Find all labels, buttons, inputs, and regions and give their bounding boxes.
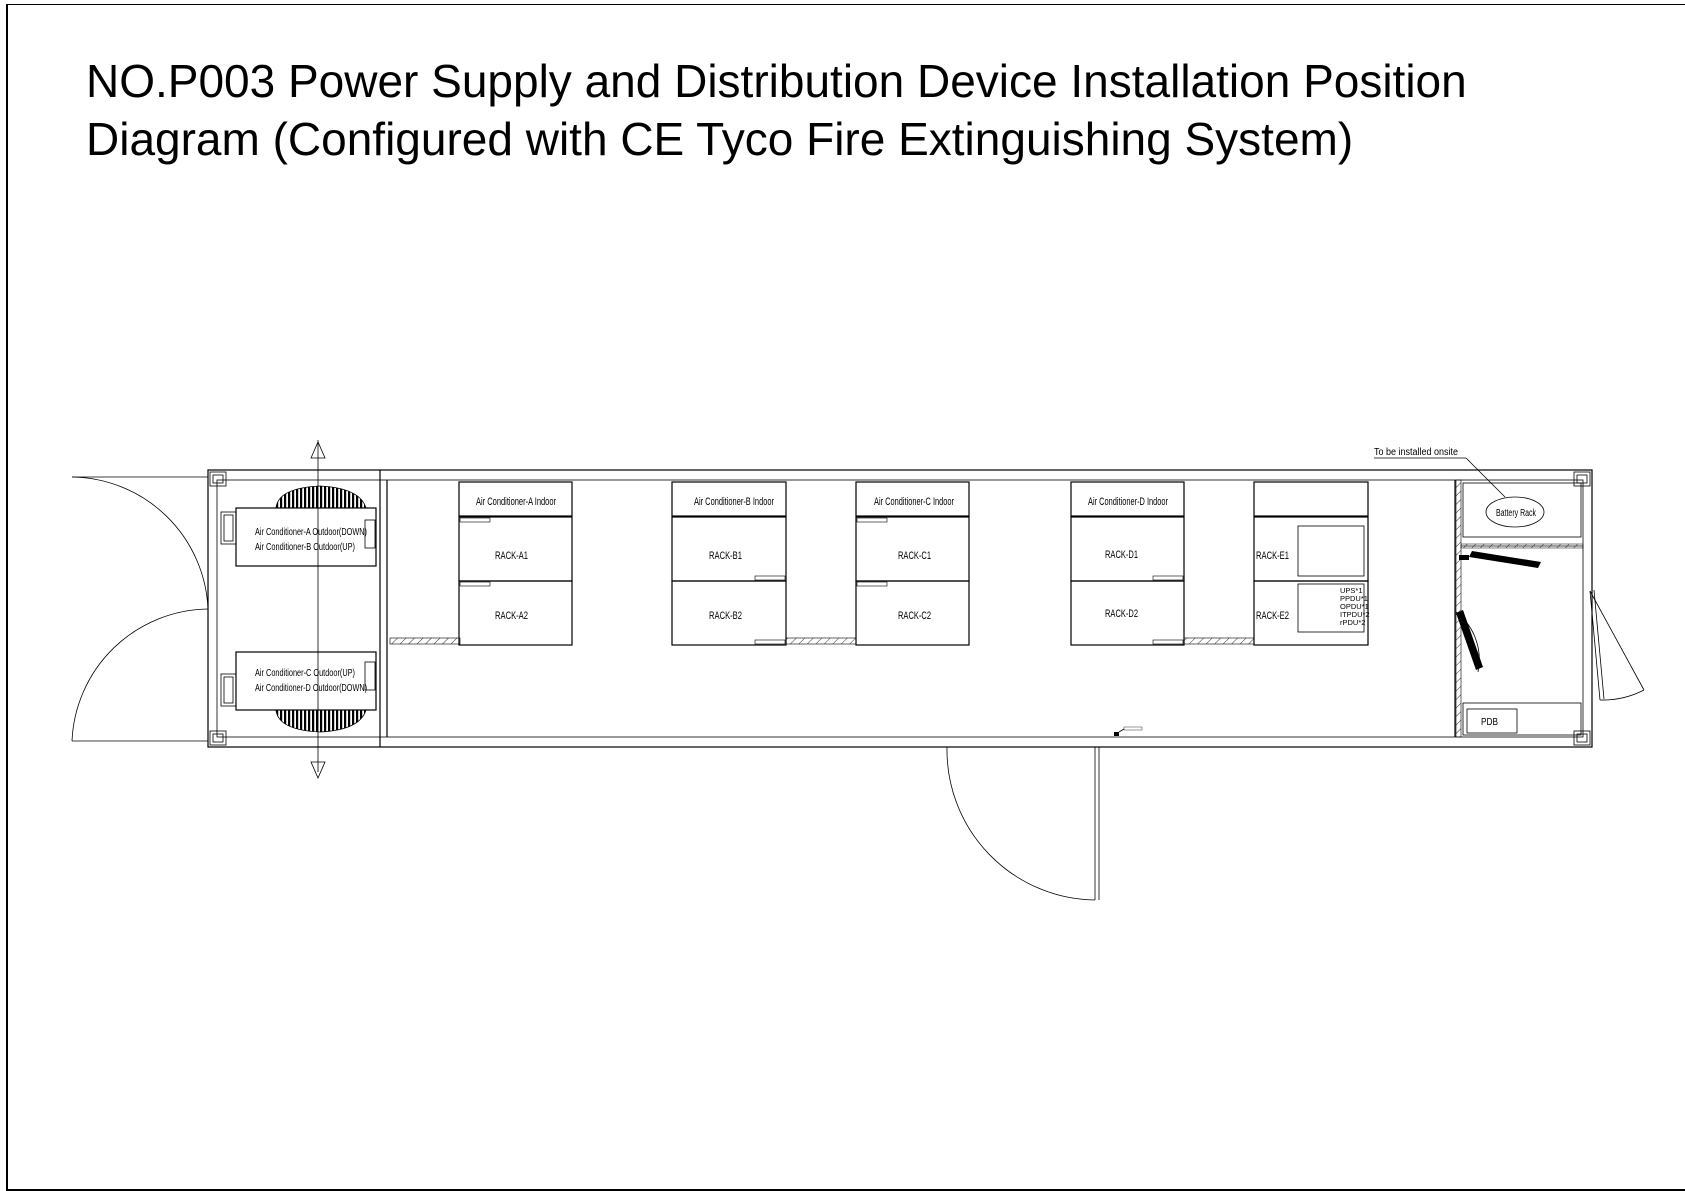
rack-a2 <box>458 580 573 646</box>
battery-rack-label: Battery Rack <box>1496 508 1537 519</box>
pdb-cabinet <box>1462 702 1582 736</box>
side-door <box>946 746 1100 901</box>
indoor-unit-b-label: Air Conditioner-B Indoor <box>694 496 774 508</box>
rack-e2-contents: UPS*1 PPDU*1 OPDU*1 ITPDU*2 rPDU*2 <box>1340 586 1370 627</box>
rack-a1 <box>458 516 573 582</box>
battery-rack-marker <box>1485 496 1545 528</box>
rack-b2 <box>671 580 787 646</box>
container-inner-wall <box>216 479 1584 738</box>
outdoor-partition <box>379 470 388 747</box>
rack-e2 <box>1253 580 1369 646</box>
indoor-unit-a-label: Air Conditioner-A Indoor <box>476 496 556 508</box>
rack-c2 <box>855 580 970 646</box>
wall-switch-tag <box>1123 726 1143 731</box>
pdb-label: PDB <box>1481 717 1498 728</box>
rear-double-door <box>71 476 209 742</box>
rack-e1-device <box>1297 525 1365 577</box>
rack-d1-label: RACK-D1 <box>1105 549 1138 561</box>
rack-e1-label: RACK-E1 <box>1256 550 1289 562</box>
rack-e2-item: ITPDU*2 <box>1340 610 1370 619</box>
rack-e1 <box>1253 516 1369 582</box>
outdoor-unit-bottom-label-2: Air Conditioner-D Outdoor(DOWN) <box>255 682 367 694</box>
install-note-leader-diag <box>1465 457 1506 498</box>
pdb-box <box>1466 708 1518 734</box>
rack-e2-label: RACK-E2 <box>1256 610 1289 622</box>
rack-b1 <box>671 516 787 582</box>
indoor-unit-d-label: Air Conditioner-D Indoor <box>1088 496 1168 508</box>
outdoor-unit-top <box>220 485 377 567</box>
rack-b2-label: RACK-B2 <box>709 610 742 622</box>
rack-sensor-strips <box>459 517 1184 645</box>
rack-a2-label: RACK-A2 <box>495 610 528 622</box>
install-note: To be installed onsite <box>1374 447 1458 458</box>
rack-e2-item: rPDU*2 <box>1340 618 1365 627</box>
floor-hatching <box>389 637 1255 645</box>
rack-d2-label: RACK-D2 <box>1105 608 1138 620</box>
outdoor-unit-top-label-1: Air Conditioner-A Outdoor(DOWN) <box>255 526 367 538</box>
title-line-1: NO.P003 Power Supply and Distribution De… <box>86 55 1467 107</box>
battery-rack-cabinet <box>1462 482 1582 538</box>
rack-c1-label: RACK-C1 <box>898 550 931 562</box>
indoor-unit-c <box>855 481 970 517</box>
corner-castings <box>209 471 1591 746</box>
container-outer-wall <box>207 469 1593 748</box>
fire-extinguishing-cylinders <box>1456 551 1541 670</box>
rack-e2-item: PPDU*1 <box>1340 594 1368 603</box>
door-swing-inner <box>1455 611 1480 673</box>
end-room-partition <box>1454 479 1584 738</box>
rack-c1 <box>855 516 970 582</box>
rack-a1-label: RACK-A1 <box>495 550 528 562</box>
outdoor-unit-bottom-label-1: Air Conditioner-C Outdoor(UP) <box>255 667 355 679</box>
title-line-2: Diagram (Configured with CE Tyco Fire Ex… <box>86 113 1354 165</box>
wall-switch <box>1114 732 1119 736</box>
rack-e2-device <box>1297 583 1365 633</box>
rack-d2 <box>1070 580 1185 646</box>
indoor-unit-c-label: Air Conditioner-C Indoor <box>874 496 954 508</box>
outdoor-unit-top-label-2: Air Conditioner-B Outdoor(UP) <box>255 541 355 553</box>
indoor-unit-e <box>1253 481 1369 517</box>
rack-e2-item: OPDU*1 <box>1340 602 1369 611</box>
wall-switch-leader <box>1118 728 1125 733</box>
rack-c2-label: RACK-C2 <box>898 610 931 622</box>
indoor-unit-d <box>1070 481 1185 517</box>
drawing-frame <box>6 4 1685 1191</box>
indoor-unit-a <box>458 481 573 517</box>
end-side-door <box>1589 589 1645 701</box>
indoor-unit-b <box>671 481 787 517</box>
outdoor-unit-bottom <box>220 651 377 733</box>
airflow-arrows <box>310 440 326 779</box>
rack-b1-label: RACK-B1 <box>709 550 742 562</box>
rack-e2-item: UPS*1 <box>1340 586 1363 595</box>
drawing-title: NO.P003 Power Supply and Distribution De… <box>86 52 1606 168</box>
